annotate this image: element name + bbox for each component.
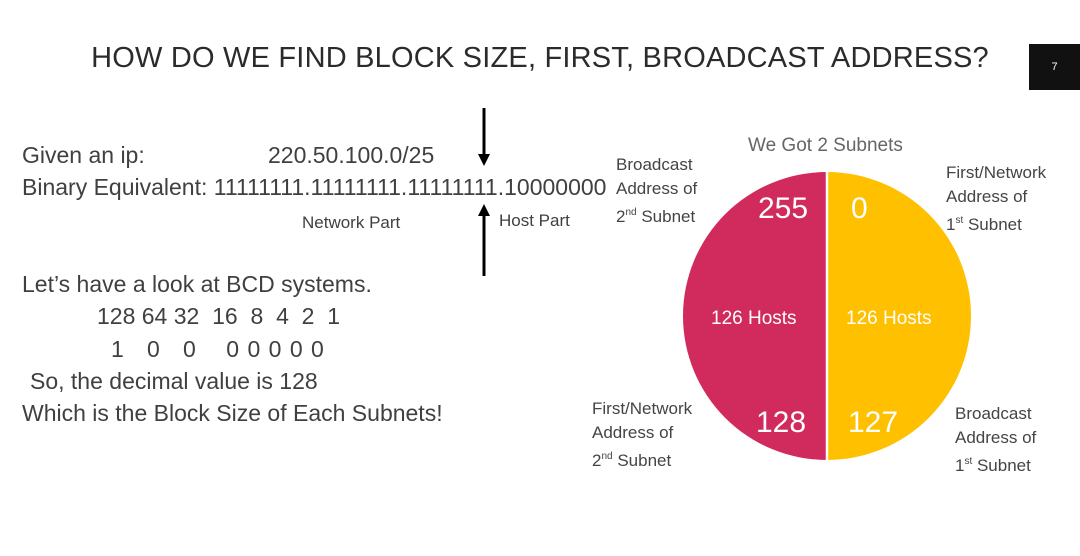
bcd-bit: 0 (289, 336, 304, 362)
label-broadcast-2nd-subnet: Broadcast Address of 2nd Subnet (616, 155, 698, 226)
bcd-weight: 32 (173, 303, 200, 329)
bcd-weight: 4 (276, 303, 289, 329)
label-broadcast-1st-subnet: Broadcast Address of 1st Subnet (955, 404, 1037, 475)
bcd-bits-row: 1 0 0 0 0 0 0 0 (111, 336, 325, 363)
given-ip-value: 220.50.100.0/25 (268, 142, 435, 168)
slide-number: 7 (1051, 61, 1058, 73)
binary-equivalent-row: Binary Equivalent: 11111111.11111111.111… (22, 174, 606, 201)
subnet-2-broadcast-value: 255 (758, 192, 809, 225)
subnet-2-hosts: 126 Hosts (711, 308, 797, 329)
subnet-2-first-value: 128 (756, 406, 807, 439)
binary-host-bits: 10000000 (504, 174, 607, 200)
bcd-weight: 1 (327, 303, 341, 329)
network-part-label: Network Part (302, 213, 401, 232)
slide-number-badge: 7 (1029, 44, 1080, 90)
bcd-weight: 8 (250, 303, 264, 329)
bcd-conclusion: So, the decimal value is 128 (30, 368, 318, 394)
bcd-weight: 128 (97, 303, 136, 329)
bcd-weights-row: 128 64 32 16 8 4 2 1 (97, 303, 340, 330)
bcd-bit: 0 (226, 336, 241, 362)
host-part-label: Host Part (499, 211, 570, 230)
bcd-bit: 0 (247, 336, 262, 362)
down-arrow-icon (478, 108, 490, 166)
subnet-pie (683, 172, 971, 460)
bcd-bit: 1 (111, 336, 125, 362)
bcd-bit: 0 (268, 336, 283, 362)
subnet-1-first-value: 0 (851, 192, 868, 225)
bcd-intro: Let’s have a look at BCD systems. (22, 271, 372, 297)
subnet-1-broadcast-value: 127 (848, 406, 899, 439)
label-first-2nd-subnet: First/Network Address of 2nd Subnet (592, 399, 693, 470)
bcd-bit: 0 (182, 336, 197, 362)
block-size-statement: Which is the Block Size of Each Subnets! (22, 400, 443, 426)
bcd-weight: 16 (212, 303, 238, 329)
bcd-weight: 2 (301, 303, 315, 329)
up-arrow-icon (478, 204, 490, 276)
bcd-bit: 0 (311, 336, 325, 362)
slide-title: HOW DO WE FIND BLOCK SIZE, FIRST, BROADC… (91, 42, 989, 74)
label-first-1st-subnet: First/Network Address of 1st Subnet (946, 163, 1047, 234)
bcd-weight: 64 (141, 303, 168, 329)
subnet-2-half (683, 172, 827, 460)
subnet-1-hosts: 126 Hosts (846, 308, 932, 329)
given-ip-label: Given an ip: (22, 142, 145, 168)
binary-network-bits: 11111111.11111111.11111111. (213, 174, 505, 200)
subnet-1-half (827, 172, 971, 460)
binary-label: Binary Equivalent: (22, 174, 208, 200)
bcd-bit: 0 (146, 336, 161, 362)
diagram-heading: We Got 2 Subnets (748, 135, 903, 156)
